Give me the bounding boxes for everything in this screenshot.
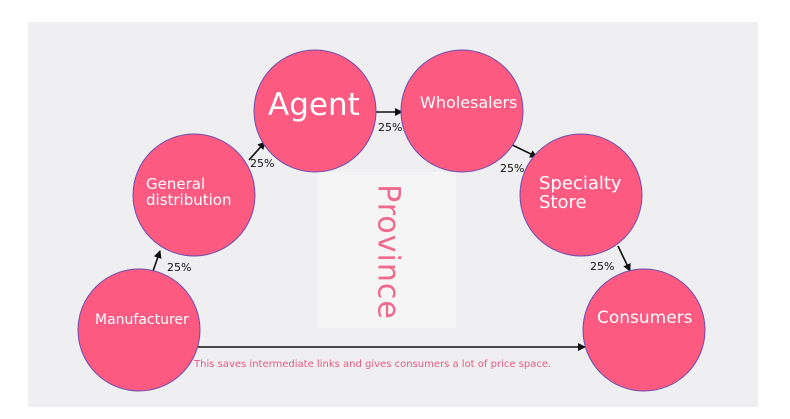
label-consumers: Consumers [597,308,693,328]
label-general-line1: General [146,175,206,193]
label-general-distribution: General distribution [146,175,232,209]
label-wholesalers: Wholesalers [420,93,518,112]
label-general-line2: distribution [146,190,232,209]
label-specialty-store: Specialty Store [539,173,622,213]
pct-general-to-agent: 25% [250,157,275,170]
arrow-general-to-agent [248,141,266,161]
label-specialty-line1: Specialty [539,173,622,194]
center-panel [318,172,456,328]
node-agent [253,49,377,173]
pct-wholesalers-to-specialty: 25% [500,162,525,175]
bottom-note: This saves intermediate links and gives … [194,359,552,370]
pct-specialty-to-consumers: 25% [590,260,615,273]
label-specialty-line2: Store [539,191,587,213]
label-manufacturer: Manufacturer [95,312,189,328]
node-wholesalers [400,49,524,173]
arrow-specialty-to-consumers [617,245,631,272]
label-agent: Agent [268,87,360,123]
province-label: Province [370,184,406,320]
node-consumers [582,268,706,392]
arrow-manufacturer-to-general [151,250,162,275]
node-general-distribution [132,133,256,257]
pct-agent-to-wholesalers: 25% [378,121,403,134]
node-manufacturer [77,268,201,392]
node-specialty-store [519,133,643,257]
pct-manufacturer-to-general: 25% [167,261,192,274]
